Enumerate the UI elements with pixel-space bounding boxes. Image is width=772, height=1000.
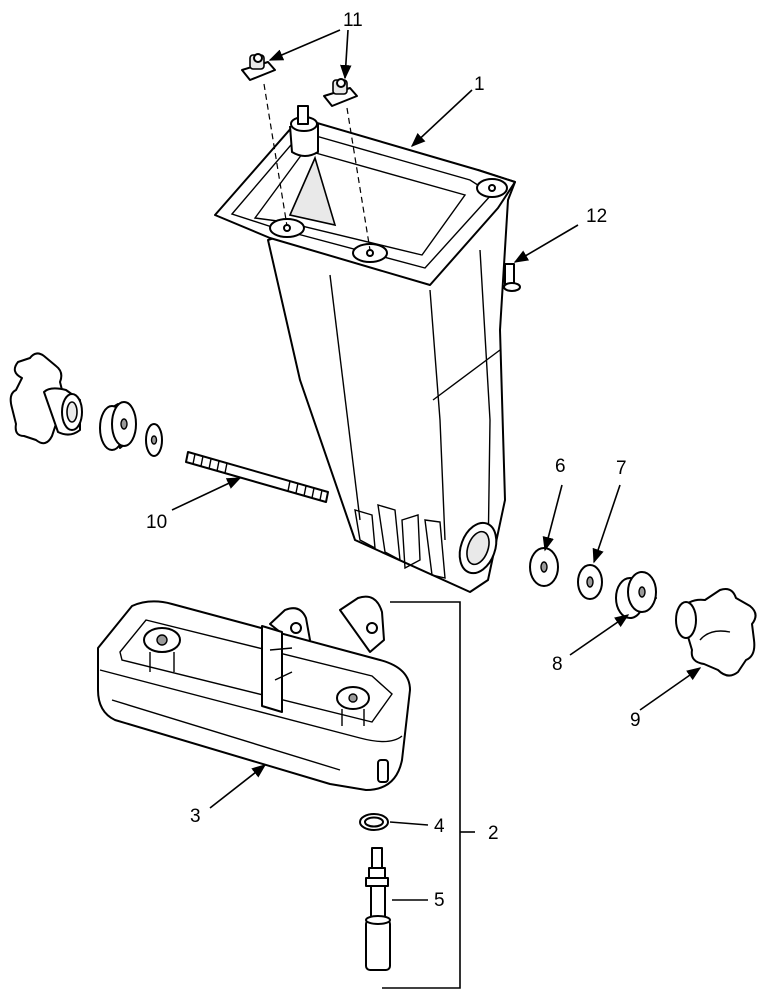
callout-5: 5 [434, 890, 445, 911]
callout-9: 9 [630, 710, 641, 731]
dashed-guide-right [346, 107, 371, 251]
part-11-clip-nut-left [241, 53, 276, 81]
callout-6: 6 [555, 456, 566, 477]
callout-1: 1 [474, 74, 485, 95]
callout-12: 12 [586, 206, 607, 227]
leader-4 [389, 821, 429, 826]
left-spacer [99, 401, 137, 451]
callout-2: 2 [488, 823, 499, 844]
leader-11a [268, 29, 341, 61]
part-10-threaded-rod [185, 451, 329, 503]
part-7-washer [577, 564, 603, 600]
leader-12 [513, 224, 579, 263]
part-5-pin [365, 847, 391, 971]
callout-4: 4 [434, 816, 445, 837]
callout-11: 11 [343, 10, 363, 31]
part-4-o-ring [359, 813, 389, 831]
part-8-spacer [615, 571, 657, 619]
part-6-washer [529, 547, 559, 587]
leader-1 [410, 89, 473, 147]
callout-7: 7 [616, 458, 627, 479]
part-11-clip-nut-right [323, 78, 358, 107]
part-12-screw [503, 263, 521, 292]
group-2-bracket [382, 601, 461, 989]
leader-11b [340, 29, 352, 80]
leader-3 [209, 764, 267, 809]
leader-10 [171, 477, 242, 511]
leader-6 [542, 484, 563, 552]
callout-3: 3 [190, 806, 201, 827]
leader-arrows [171, 29, 702, 901]
left-knob [9, 352, 83, 445]
leader-7 [592, 484, 621, 564]
left-washer [145, 423, 163, 457]
part-9-knob [675, 588, 757, 677]
callout-10: 10 [146, 512, 167, 533]
part-1-housing [214, 105, 516, 593]
dashed-guide-left [263, 83, 288, 227]
callout-8: 8 [552, 654, 563, 675]
leader-8 [569, 614, 630, 656]
leader-9 [639, 667, 702, 711]
part-3-base [97, 595, 411, 791]
callout-labels: 1 2 3 4 5 6 7 8 9 10 11 12 [146, 10, 641, 911]
